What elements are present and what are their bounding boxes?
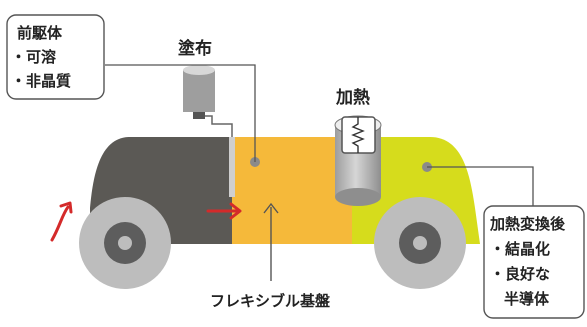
substrate-label: フレキシブル基盤	[210, 292, 331, 310]
substrate-arrow	[263, 202, 279, 281]
right-roller	[374, 197, 466, 289]
feed-direction-arrow-icon	[206, 202, 242, 220]
coating-edge-strip	[229, 137, 235, 197]
converted-title: 加熱変換後	[489, 215, 566, 233]
precursor-item-amorphous: ・非晶質	[11, 72, 71, 90]
precursor-title: 前駆体	[17, 24, 63, 42]
precursor-leader-line	[105, 64, 256, 162]
converted-item-semiconductor: 半導体	[504, 290, 550, 308]
converted-item-crystallized: ・結晶化	[490, 240, 550, 258]
converted-leader-line	[427, 166, 534, 206]
converted-callout: 加熱変換後 ・結晶化 ・良好な 半導体	[483, 205, 585, 319]
heating-label: 加熱	[335, 87, 370, 108]
converted-item-good: ・良好な	[490, 265, 550, 283]
precursor-item-soluble: ・可溶	[11, 48, 56, 66]
left-roller	[79, 197, 171, 289]
heater-symbol-icon	[341, 116, 376, 154]
coating-nozzle-icon	[183, 65, 233, 137]
coated-film-section	[232, 137, 352, 244]
precursor-callout: 前駆体 ・可溶 ・非晶質	[6, 14, 105, 100]
coating-label: 塗布	[178, 38, 212, 59]
rotation-arrow-icon	[50, 201, 73, 242]
